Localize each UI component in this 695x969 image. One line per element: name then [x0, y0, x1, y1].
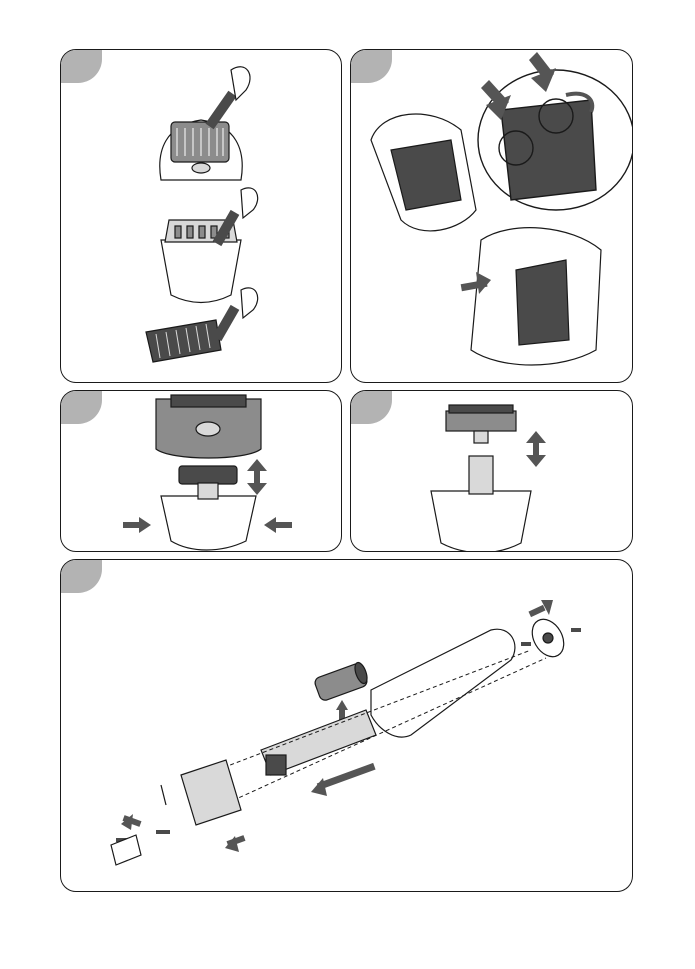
panel-cleaning	[60, 49, 342, 383]
internal-chassis	[261, 710, 376, 775]
hand-holding-housing	[471, 228, 601, 365]
trimmer-comb-icon	[446, 405, 516, 443]
trimmer-comb-icon	[146, 320, 221, 362]
panel-remove-trimmer-head	[350, 390, 633, 552]
shaver-head-icon	[156, 395, 261, 458]
cleaning-illustration	[61, 50, 342, 383]
front-frame	[181, 760, 241, 825]
exploded-view-illustration	[61, 560, 633, 892]
shaver-head-removal-illustration	[61, 391, 342, 552]
panel-remove-shaver-head	[60, 390, 342, 552]
end-cap	[526, 614, 570, 663]
cutter-block	[179, 466, 237, 484]
shaver-head-icon	[160, 120, 242, 180]
panel-disassembly	[60, 559, 633, 892]
housing-open-view	[371, 114, 476, 231]
up-down-arrow-icon	[247, 459, 267, 495]
battery-compartment-illustration	[351, 50, 633, 383]
handle-top	[431, 456, 531, 552]
trimmer-head-removal-illustration	[351, 391, 633, 552]
battery-icon	[313, 661, 369, 702]
panel-battery-compartment	[350, 49, 633, 383]
brush-icon	[205, 67, 250, 129]
magnifier-circle-icon	[478, 70, 633, 210]
up-down-arrow-icon	[526, 431, 546, 467]
handle-top	[161, 483, 256, 550]
